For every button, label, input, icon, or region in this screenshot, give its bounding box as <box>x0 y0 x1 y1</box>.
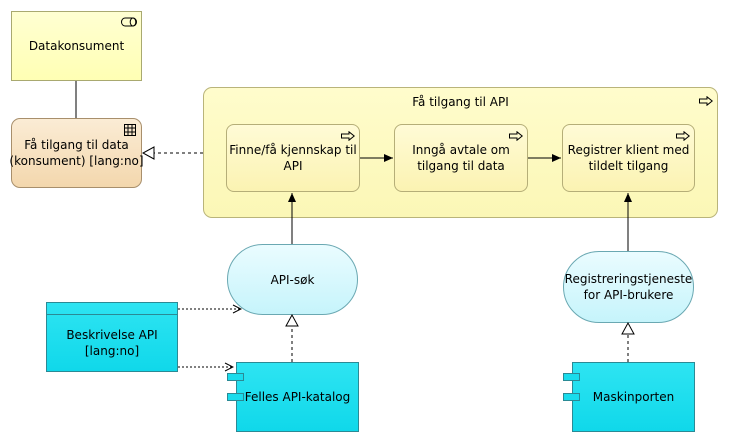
inngaa-avtale-process[interactable]: Inngå avtale om tilgang til data <box>394 124 528 192</box>
process-arrow-icon <box>676 131 690 141</box>
application-component-icon <box>227 373 244 381</box>
api-sok-service[interactable]: API-søk <box>227 244 358 315</box>
inngaa-label-line1: Inngå avtale om <box>412 143 510 157</box>
beskrivelse-api-data-object[interactable]: Beskrivelse API [lang:no] <box>46 302 178 372</box>
process-arrow-icon <box>509 131 523 141</box>
finne-kjennskap-til-api-process[interactable]: Finne/få kjennskap til API <box>226 124 360 192</box>
registrer-label-line2: tildelt tilgang <box>588 159 669 173</box>
application-component-icon <box>563 393 580 401</box>
registrering-label-line2: for API-brukere <box>583 288 674 302</box>
faa-tilgang-til-data-label-line1: Få tilgang til data <box>24 138 129 152</box>
felles-api-katalog-component[interactable]: Felles API-katalog <box>236 362 359 432</box>
finne-label-line1: Finne/få kjennskap til <box>229 143 357 157</box>
faa-tilgang-til-api-label: Få tilgang til API <box>412 95 509 109</box>
registreringstjeneste-service[interactable]: Registreringstjeneste for API-brukere <box>563 251 694 323</box>
finne-label-line2: API <box>283 159 303 173</box>
inngaa-label-line2: tilgang til data <box>417 159 505 173</box>
maskinporten-component[interactable]: Maskinporten <box>572 362 695 432</box>
data-object-icon <box>47 303 177 315</box>
beskrivelse-label-line1: Beskrivelse API <box>66 327 158 342</box>
faa-tilgang-til-data-label-line2: (konsument) [lang:no] <box>9 154 144 168</box>
business-function-icon <box>124 124 136 136</box>
felles-api-katalog-label: Felles API-katalog <box>244 390 351 404</box>
maskinporten-label: Maskinporten <box>592 390 675 404</box>
faa-tilgang-til-data-function[interactable]: Få tilgang til data (konsument) [lang:no… <box>9 118 144 188</box>
process-arrow-icon <box>341 131 355 141</box>
datakonsument-role[interactable]: Datakonsument <box>11 11 142 81</box>
registrer-klient-process[interactable]: Registrer klient med tildelt tilgang <box>562 124 695 192</box>
registrer-label-line1: Registrer klient med <box>567 143 690 157</box>
registrering-label-line1: Registreringstjeneste <box>564 272 693 286</box>
datakonsument-label: Datakonsument <box>28 39 125 53</box>
process-arrow-icon <box>699 96 713 106</box>
api-sok-label: API-søk <box>270 272 315 287</box>
application-component-icon <box>563 373 580 381</box>
application-component-icon <box>227 393 244 401</box>
beskrivelse-label-line2: [lang:no] <box>84 343 140 358</box>
business-role-icon <box>121 17 137 27</box>
